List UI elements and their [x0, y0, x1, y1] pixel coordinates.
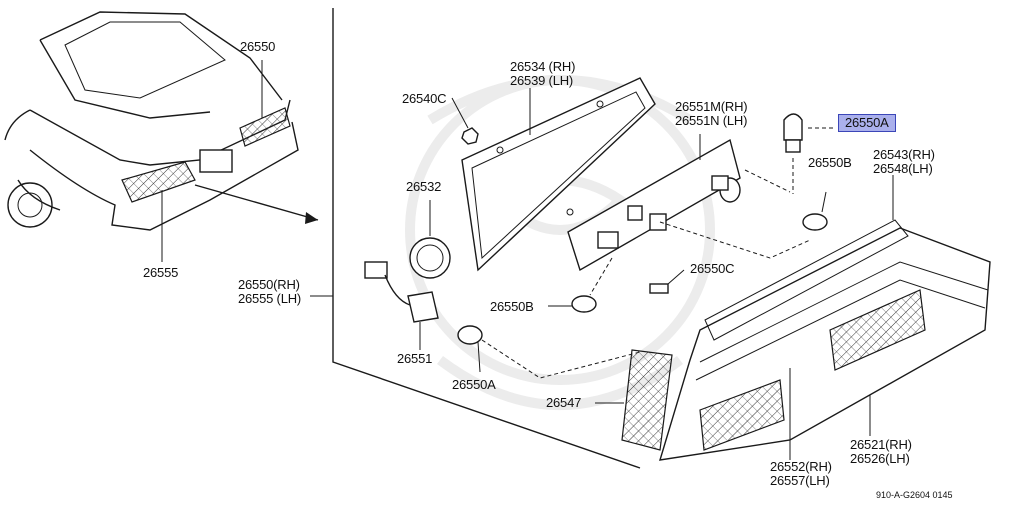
- label-26551m: 26551M(RH)26551N (LH): [675, 99, 748, 128]
- lamp-housing-part: [595, 175, 991, 461]
- circuit-board-part: [567, 134, 811, 296]
- gasket-part: [461, 77, 656, 272]
- bulb-c-part: [649, 269, 685, 294]
- label-26543: 26543(RH)26548(LH): [873, 147, 935, 176]
- label-26534: 26534 (RH)26539 (LH): [510, 59, 576, 88]
- diagram-code: 910-A-G2604 0145: [876, 490, 953, 500]
- car-rear-outline: [4, 11, 319, 262]
- label-26547: 26547: [546, 395, 582, 410]
- nut-part: [451, 97, 479, 145]
- label-26552: 26552(RH)26557(LH): [770, 459, 832, 488]
- label-26550b-left: 26550B: [490, 299, 534, 314]
- label-26540c: 26540C: [402, 91, 447, 106]
- label-26551: 26551: [397, 351, 433, 366]
- label-26550-car: 26550: [240, 39, 276, 54]
- label-26550-rh: 26550(RH)26555 (LH): [238, 277, 302, 306]
- label-26550a-bottom: 26550A: [452, 377, 496, 392]
- label-26532: 26532: [406, 179, 442, 194]
- bulb-highlighted-part: [783, 113, 836, 194]
- socket-seal-part: [409, 200, 451, 279]
- bulb-b-right-part: [802, 191, 828, 231]
- label-26555-car: 26555: [143, 265, 179, 280]
- label-26550c: 26550C: [690, 261, 735, 276]
- bulb-small-part: [457, 325, 641, 379]
- assembly-bracket: [310, 8, 641, 469]
- label-26550a-highlighted[interactable]: 26550A: [838, 114, 896, 132]
- bulb-b-left-part: [548, 295, 597, 313]
- harness-part: [364, 261, 439, 350]
- label-26550b-right: 26550B: [808, 155, 852, 170]
- label-26521: 26521(RH)26526(LH): [850, 437, 912, 466]
